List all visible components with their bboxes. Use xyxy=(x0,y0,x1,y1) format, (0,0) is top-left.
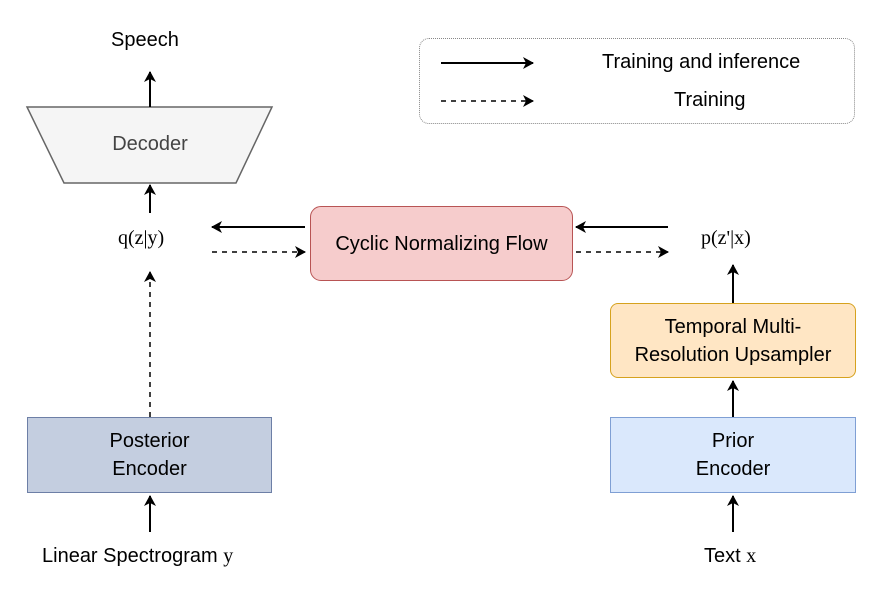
legend-dashed-label: Training xyxy=(674,89,746,111)
text-input-text: Text xyxy=(704,545,741,567)
prior-encoder-box: Prior Encoder xyxy=(610,417,856,493)
flow-label: Cyclic Normalizing Flow xyxy=(335,232,548,255)
prior-encoder-line1: Prior xyxy=(711,430,755,452)
decoder-shape xyxy=(25,106,274,184)
posterior-encoder-line2: Encoder xyxy=(112,458,187,480)
linear-spectrogram-text: Linear Spectrogram xyxy=(42,545,218,567)
text-input-var: x xyxy=(746,545,757,567)
speech-output-label: Speech xyxy=(111,29,179,51)
posterior-latent-label: q(z|y) xyxy=(118,227,165,249)
prior-encoder-line2: Encoder xyxy=(695,458,771,480)
upsampler-label-line1: Temporal Multi- xyxy=(664,315,802,338)
legend-solid-label: Training and inference xyxy=(602,51,801,73)
linear-spectrogram-var: y xyxy=(223,545,234,567)
upsampler-box: Temporal Multi- Resolution Upsampler xyxy=(610,303,856,378)
legend-box xyxy=(419,38,855,124)
text-input: Text x xyxy=(704,545,756,568)
decoder-label: Decoder xyxy=(112,133,188,155)
posterior-encoder-line1: Posterior xyxy=(109,430,190,452)
upsampler-label-line2: Resolution Upsampler xyxy=(634,343,832,366)
prior-latent-label: p(z'|x) xyxy=(701,227,751,249)
cyclic-normalizing-flow-box: Cyclic Normalizing Flow xyxy=(310,206,573,281)
linear-spectrogram-input: Linear Spectrogram y xyxy=(42,545,233,568)
posterior-encoder-box: Posterior Encoder xyxy=(27,417,272,493)
